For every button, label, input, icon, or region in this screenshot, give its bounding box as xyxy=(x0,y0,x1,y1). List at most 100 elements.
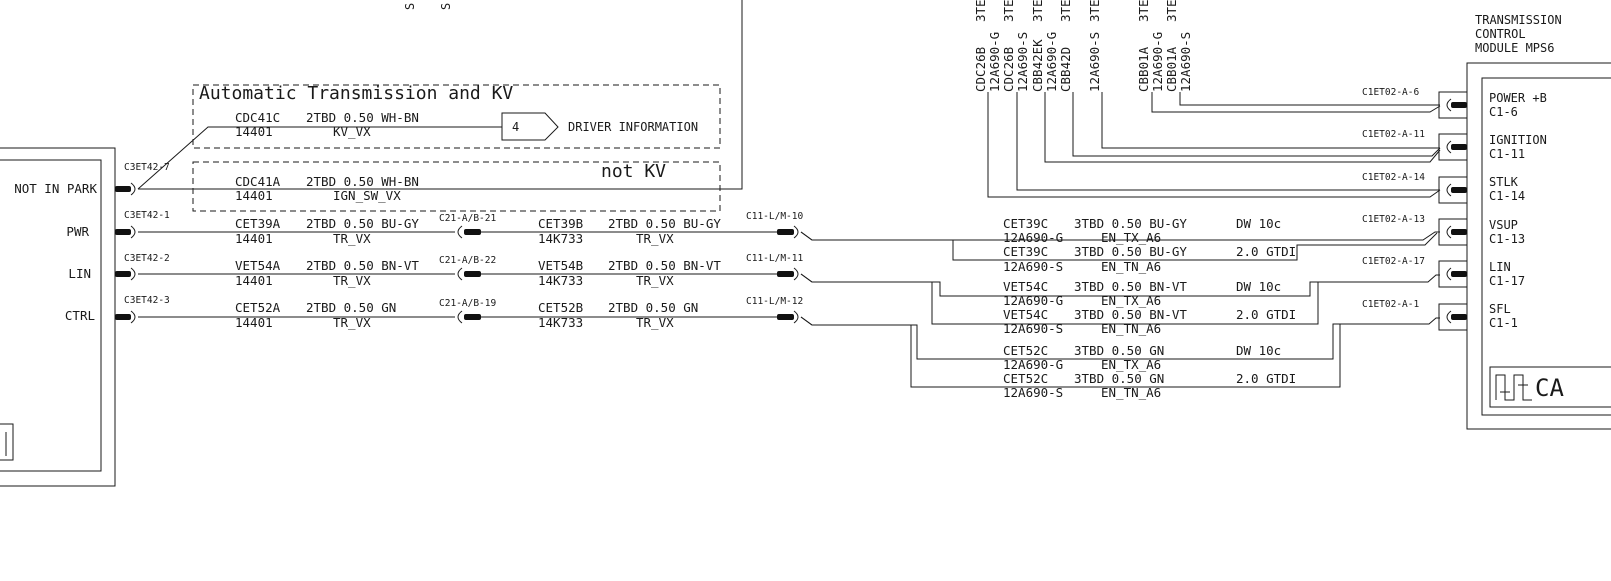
connector-c3et42-2: C3ET42-2 xyxy=(124,253,170,264)
tcm-pin-power: POWER +B xyxy=(1489,91,1547,105)
auto-signal: KV_VX xyxy=(333,124,371,139)
tcm-pin-vsup-id: C1-13 xyxy=(1489,232,1525,246)
tcm-pin-power-id: C1-6 xyxy=(1489,105,1518,119)
split6-variant: 2.0 GTDI xyxy=(1236,371,1296,386)
row3-signal: TR_VX xyxy=(333,315,371,330)
split1-harness: 12A690-G xyxy=(1003,230,1063,245)
tcm-pin-stlk: STLK xyxy=(1489,175,1519,189)
split3-harness: 12A690-G xyxy=(1003,293,1063,308)
row1-spec: 2TBD 0.50 BU-GY xyxy=(306,216,419,231)
vlabel-4: 12A690-S xyxy=(1015,32,1030,92)
split1-variant: DW 10c xyxy=(1236,216,1281,231)
row1-end-connector: C11-L/M-10 xyxy=(746,211,803,222)
vlabel-10: 12A690-G xyxy=(1150,32,1165,92)
tcm-conn-a11: C1ET02-A-11 xyxy=(1362,129,1425,140)
tcm-pin-vsup: VSUP xyxy=(1489,218,1518,232)
notkv-harness: 14401 xyxy=(235,188,273,203)
tcm-conn-a6: C1ET02-A-6 xyxy=(1362,87,1419,98)
tcm-pin-sfl: SFL xyxy=(1489,302,1511,316)
tcm-pin-lin-id: C1-17 xyxy=(1489,274,1525,288)
vtop-3: 3TE xyxy=(1030,0,1045,22)
row3-harness2: 14K733 xyxy=(538,315,583,330)
row1-signal2: TR_VX xyxy=(636,231,674,246)
row1-circuit2: CET39B xyxy=(538,216,583,231)
split6-circuit: CET52C xyxy=(1003,371,1048,386)
row2-spec: 2TBD 0.50 BN-VT xyxy=(306,258,419,273)
vlabel-8: 12A690-S xyxy=(1087,32,1102,92)
split3-spec: 3TBD 0.50 BN-VT xyxy=(1074,279,1187,294)
split6-spec: 3TBD 0.50 GN xyxy=(1074,371,1164,386)
tcm-pin-lin: LIN xyxy=(1489,260,1511,274)
row2-circuit2: VET54B xyxy=(538,258,583,273)
auto-transmission-box: Automatic Transmission and KV CDC41C 2TB… xyxy=(192,83,721,149)
notkv-spec: 2TBD 0.50 WH-BN xyxy=(306,174,419,189)
row3-circuit2: CET52B xyxy=(538,300,583,315)
split6-harness: 12A690-S xyxy=(1003,385,1063,400)
tcm-pin-sfl-id: C1-1 xyxy=(1489,316,1518,330)
row2-harness2: 14K733 xyxy=(538,273,583,288)
row1-spec2: 2TBD 0.50 BU-GY xyxy=(608,216,721,231)
auto-spec: 2TBD 0.50 WH-BN xyxy=(306,110,419,125)
vlabel-1: CDC26B xyxy=(973,47,988,92)
split2-signal: EN_TN_A6 xyxy=(1101,259,1161,274)
row3-end-connector: C11-L/M-12 xyxy=(746,296,803,307)
row1-mid-connector: C21-A/B-21 xyxy=(439,213,496,224)
split4-variant: 2.0 GTDI xyxy=(1236,307,1296,322)
not-kv-title: not KV xyxy=(601,161,666,182)
pin-ctrl: CTRL xyxy=(65,308,95,323)
ref-label: DRIVER INFORMATION xyxy=(568,120,698,134)
split2-circuit: CET39C xyxy=(1003,244,1048,259)
split3-circuit: VET54C xyxy=(1003,279,1048,294)
vlabel-11: CBB01A xyxy=(1164,46,1179,92)
tcm-title-2: CONTROL xyxy=(1475,27,1526,41)
split4-harness: 12A690-S xyxy=(1003,321,1063,336)
split3-variant: DW 10c xyxy=(1236,279,1281,294)
split4-signal: EN_TN_A6 xyxy=(1101,321,1161,336)
tcm-conn-a1: C1ET02-A-1 xyxy=(1362,299,1419,310)
row2-mid-connector: C21-A/B-22 xyxy=(439,255,496,266)
vertical-labels: CDC26B 12A690-G CDC26B 12A690-S CBB42EK … xyxy=(973,0,1193,92)
tcm-pin-ignition: IGNITION xyxy=(1489,133,1547,147)
vtop-2: 3TE xyxy=(1001,0,1016,22)
vlabel-7: CBB42D xyxy=(1058,47,1073,92)
split5-spec: 3TBD 0.50 GN xyxy=(1074,343,1164,358)
top-fragment-1: S xyxy=(403,3,417,10)
pin-pwr: PWR xyxy=(66,224,89,239)
split2-spec: 3TBD 0.50 BU-GY xyxy=(1074,244,1187,259)
auto-harness: 14401 xyxy=(235,124,273,139)
tcm-pin-ignition-id: C1-11 xyxy=(1489,147,1525,161)
row3-spec2: 2TBD 0.50 GN xyxy=(608,300,698,315)
split2-harness: 12A690-S xyxy=(1003,259,1063,274)
connector-c3et42-7: C3ET42-7 xyxy=(124,162,170,173)
ref-number: 4 xyxy=(512,120,519,134)
notkv-circuit: CDC41A xyxy=(235,174,281,189)
split6-signal: EN_TN_A6 xyxy=(1101,385,1161,400)
auto-circuit: CDC41C xyxy=(235,110,280,125)
row-2-wiring: VET54A 2TBD 0.50 BN-VT 14401 TR_VX C21-A… xyxy=(138,253,803,288)
row2-circuit: VET54A xyxy=(235,258,281,273)
split5-signal: EN_TX_A6 xyxy=(1101,357,1161,372)
row2-signal: TR_VX xyxy=(333,273,371,288)
row1-harness2: 14K733 xyxy=(538,231,583,246)
row2-end-connector: C11-L/M-11 xyxy=(746,253,803,264)
pin-not-in-park: NOT IN PARK xyxy=(14,181,97,196)
split5-harness: 12A690-G xyxy=(1003,357,1063,372)
notkv-signal: IGN_SW_VX xyxy=(333,188,401,203)
connector-c3et42-3: C3ET42-3 xyxy=(124,295,170,306)
row3-mid-connector: C21-A/B-19 xyxy=(439,298,496,309)
split5-variant: DW 10c xyxy=(1236,343,1281,358)
vlabel-2: 12A690-G xyxy=(987,32,1002,92)
split1-circuit: CET39C xyxy=(1003,216,1048,231)
split3-signal: EN_TX_A6 xyxy=(1101,293,1161,308)
tcm-pin-stlk-id: C1-14 xyxy=(1489,189,1525,203)
split-routing: CET39C 3TBD 0.50 BU-GY DW 10c 12A690-G E… xyxy=(800,216,1440,400)
row3-circuit: CET52A xyxy=(235,300,281,315)
pin-lin: LIN xyxy=(68,266,91,281)
tcm-module: TRANSMISSION CONTROL MODULE MPS6 POWER +… xyxy=(1466,13,1611,430)
vertical-wires xyxy=(987,92,1441,198)
left-module: NOT IN PARK PWR LIN CTRL xyxy=(0,147,116,487)
row1-signal: TR_VX xyxy=(333,231,371,246)
vtop-6: 3TE xyxy=(1136,0,1151,22)
vtop-4: 3TE xyxy=(1058,0,1073,22)
